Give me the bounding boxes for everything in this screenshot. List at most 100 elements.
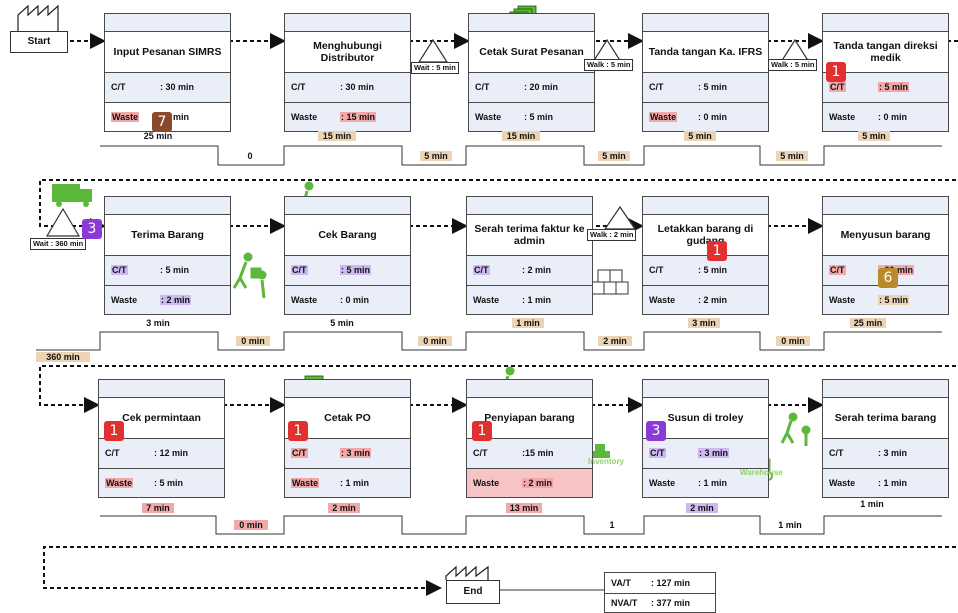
ct-label: C/T	[473, 448, 488, 458]
waste-label: Waste	[291, 295, 318, 305]
badge: 3	[646, 421, 666, 441]
process-letakkan-barang[interactable]: Letakkan barang di gudang C/T: 5 min Was…	[642, 196, 769, 315]
inventory-label: Inventory	[588, 457, 625, 466]
process-serah-terima-faktur[interactable]: Serah terima faktur ke admin C/T: 2 min …	[466, 196, 593, 315]
waste-label: Waste	[649, 295, 676, 305]
timeline-nva: 1	[609, 520, 615, 530]
boxes-icon	[591, 269, 629, 295]
ct-value: : 30 min	[160, 82, 195, 92]
process-title: Cetak PO	[324, 412, 371, 424]
timeline-va: 3 min	[146, 318, 170, 328]
timeline-va: 3 min	[688, 318, 720, 328]
process-title: Susun di troley	[667, 412, 744, 424]
timeline-nva: 0	[247, 151, 253, 161]
waste-value: : 0 min	[160, 112, 190, 122]
timeline-va: 15 min	[502, 131, 540, 141]
process-title: Tanda tangan Ka. IFRS	[648, 46, 763, 58]
ct-label: C/T	[475, 82, 490, 92]
timeline-va: 1 min	[512, 318, 544, 328]
ct-value: : 5 min	[340, 265, 372, 275]
timeline-va: 7 min	[142, 503, 174, 513]
process-tanda-tangan-ka-ifrs[interactable]: Tanda tangan Ka. IFRS C/T: 5 min Waste: …	[642, 13, 769, 132]
end-factory-icon	[445, 565, 489, 580]
ct-value: : 5 min	[698, 82, 728, 92]
ct-value: : 3 min	[698, 448, 730, 458]
process-title: Cek permintaan	[122, 412, 201, 424]
process-title: Menghubungi Distributor	[313, 40, 382, 64]
waste-value: : 1 min	[878, 478, 908, 488]
ct-label: C/T	[111, 82, 126, 92]
process-cetak-po[interactable]: Cetak PO C/T: 3 min Waste: 1 min	[284, 379, 411, 498]
process-serah-terima-barang[interactable]: Serah terima barang C/T: 3 min Waste: 1 …	[822, 379, 949, 498]
waste-label: Waste	[291, 112, 318, 122]
timeline-nva: 5 min	[598, 151, 630, 161]
walk-label: Walk : 5 min	[584, 59, 634, 71]
ct-label: C/T	[829, 265, 846, 275]
waste-label: Waste	[649, 478, 676, 488]
badge: 3	[82, 219, 102, 239]
waste-label: Waste	[649, 112, 678, 122]
process-susun-di-troley[interactable]: Susun di troley C/T: 3 min Waste: 1 min	[642, 379, 769, 498]
ct-value: : 30 min	[340, 82, 375, 92]
waste-value: : 5 min	[154, 478, 184, 488]
waste-value: : 1 min	[698, 478, 728, 488]
waste-label: Waste	[105, 478, 134, 488]
badge: 1	[826, 62, 846, 82]
start-factory-icon	[17, 4, 59, 31]
nvat-value: : 377 min	[651, 598, 691, 608]
badge: 1	[104, 421, 124, 441]
ct-value: : 12 min	[154, 448, 189, 458]
process-cetak-surat-pesanan[interactable]: Cetak Surat Pesanan C/T: 20 min Waste: 5…	[468, 13, 595, 132]
truck-icon	[52, 184, 92, 207]
process-title: Serah terima faktur ke admin	[474, 223, 585, 247]
process-menyusun-barang[interactable]: Menyusun barang C/T: 20 min Waste: 5 min	[822, 196, 949, 315]
vat-label: VA/T	[611, 578, 631, 588]
ct-label: C/T	[829, 82, 846, 92]
timeline-va: 1 min	[860, 499, 884, 509]
timeline-nva: 5 min	[420, 151, 452, 161]
ct-label: C/T	[291, 265, 308, 275]
process-title: Penyiapan barang	[484, 412, 575, 424]
ct-value: : 5 min	[160, 265, 190, 275]
timeline-va: 25 min	[143, 131, 173, 141]
ct-value: : 20 min	[524, 82, 559, 92]
timeline-va: 5 min	[858, 131, 890, 141]
inventory-boxes-icon	[590, 444, 610, 458]
ct-value: :15 min	[522, 448, 554, 458]
waste-value: : 2 min	[698, 295, 728, 305]
ct-value: : 3 min	[878, 448, 908, 458]
waste-value: : 1 min	[340, 478, 370, 488]
waste-label: Waste	[473, 478, 500, 488]
waste-label: Waste	[829, 478, 856, 488]
badge: 7	[152, 112, 172, 132]
ct-value: : 2 min	[522, 265, 552, 275]
timeline-nva: 2 min	[598, 336, 632, 346]
walk-label: Walk : 5 min	[768, 59, 818, 71]
ct-label: C/T	[649, 265, 664, 275]
timeline-va: 5 min	[330, 318, 354, 328]
process-cek-barang[interactable]: Cek Barang C/T: 5 min Waste: 0 min	[284, 196, 411, 315]
timeline-nva: 0 min	[418, 336, 452, 346]
timeline-va: 15 min	[318, 131, 356, 141]
waste-label: Waste	[473, 295, 500, 305]
process-menghubungi-distributor[interactable]: Menghubungi Distributor C/T : 30 min Wast…	[284, 13, 411, 132]
waste-label: Waste	[829, 112, 856, 122]
waste-value: : 0 min	[698, 112, 728, 122]
end-label: End	[463, 586, 483, 597]
ct-value: : 3 min	[340, 448, 372, 458]
ct-label: C/T	[291, 82, 306, 92]
waste-value: : 1 min	[522, 295, 552, 305]
waste-value: : 0 min	[878, 112, 908, 122]
worker-icon-1	[232, 252, 267, 299]
process-terima-barang[interactable]: Terima Barang C/T: 5 min Waste: 2 min	[104, 196, 231, 315]
timeline-va: 2 min	[686, 503, 718, 513]
waste-label: Waste	[829, 295, 856, 305]
wait-label: Wait : 5 min	[411, 62, 459, 74]
process-title: Terima Barang	[131, 229, 204, 241]
timeline-va: 2 min	[328, 503, 360, 513]
ct-label: C/T	[473, 265, 490, 275]
waste-value: : 2 min	[160, 295, 192, 305]
badge: 1	[472, 421, 492, 441]
waste-label: Waste	[291, 478, 320, 488]
